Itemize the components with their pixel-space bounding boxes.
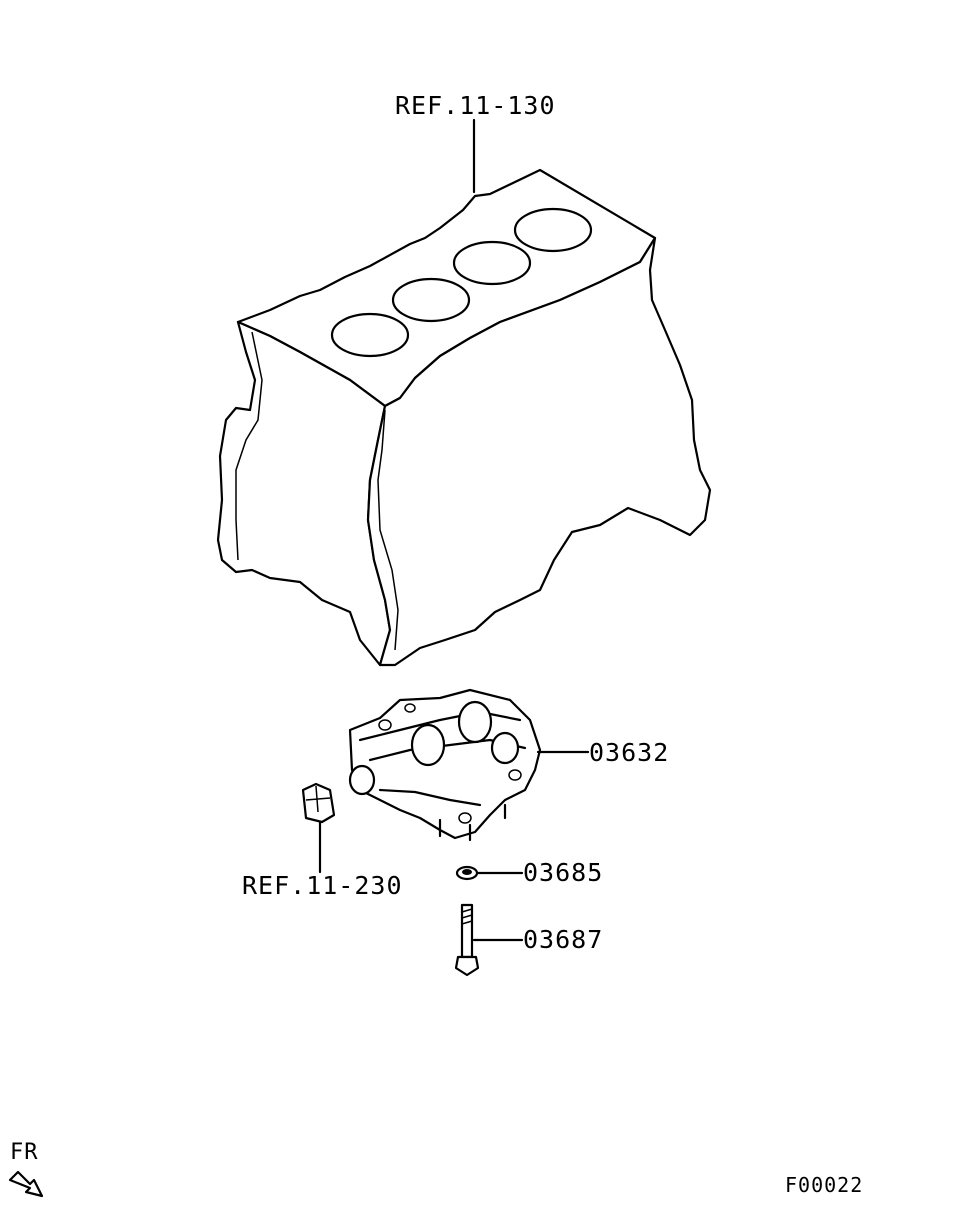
- leader-lines: [318, 118, 590, 942]
- balancer-assembly-part-number[interactable]: 03632: [589, 738, 670, 767]
- washer-part-number[interactable]: 03685: [523, 858, 604, 887]
- engine-block-ref-label: REF.11-130: [395, 91, 556, 120]
- bolt-drawing[interactable]: [454, 903, 480, 977]
- arrow-icon: [8, 1170, 44, 1198]
- engine-block-drawing: [216, 168, 712, 667]
- bolt-part-number[interactable]: 03687: [523, 925, 604, 954]
- washer-drawing[interactable]: [455, 865, 479, 881]
- direction-label: FR: [10, 1140, 39, 1165]
- balancer-assembly-drawing[interactable]: [348, 688, 542, 842]
- oil-pan-piece-drawing: [301, 782, 336, 824]
- oil-pan-ref-label: REF.11-230: [242, 871, 403, 900]
- figure-code: F00022: [785, 1173, 864, 1197]
